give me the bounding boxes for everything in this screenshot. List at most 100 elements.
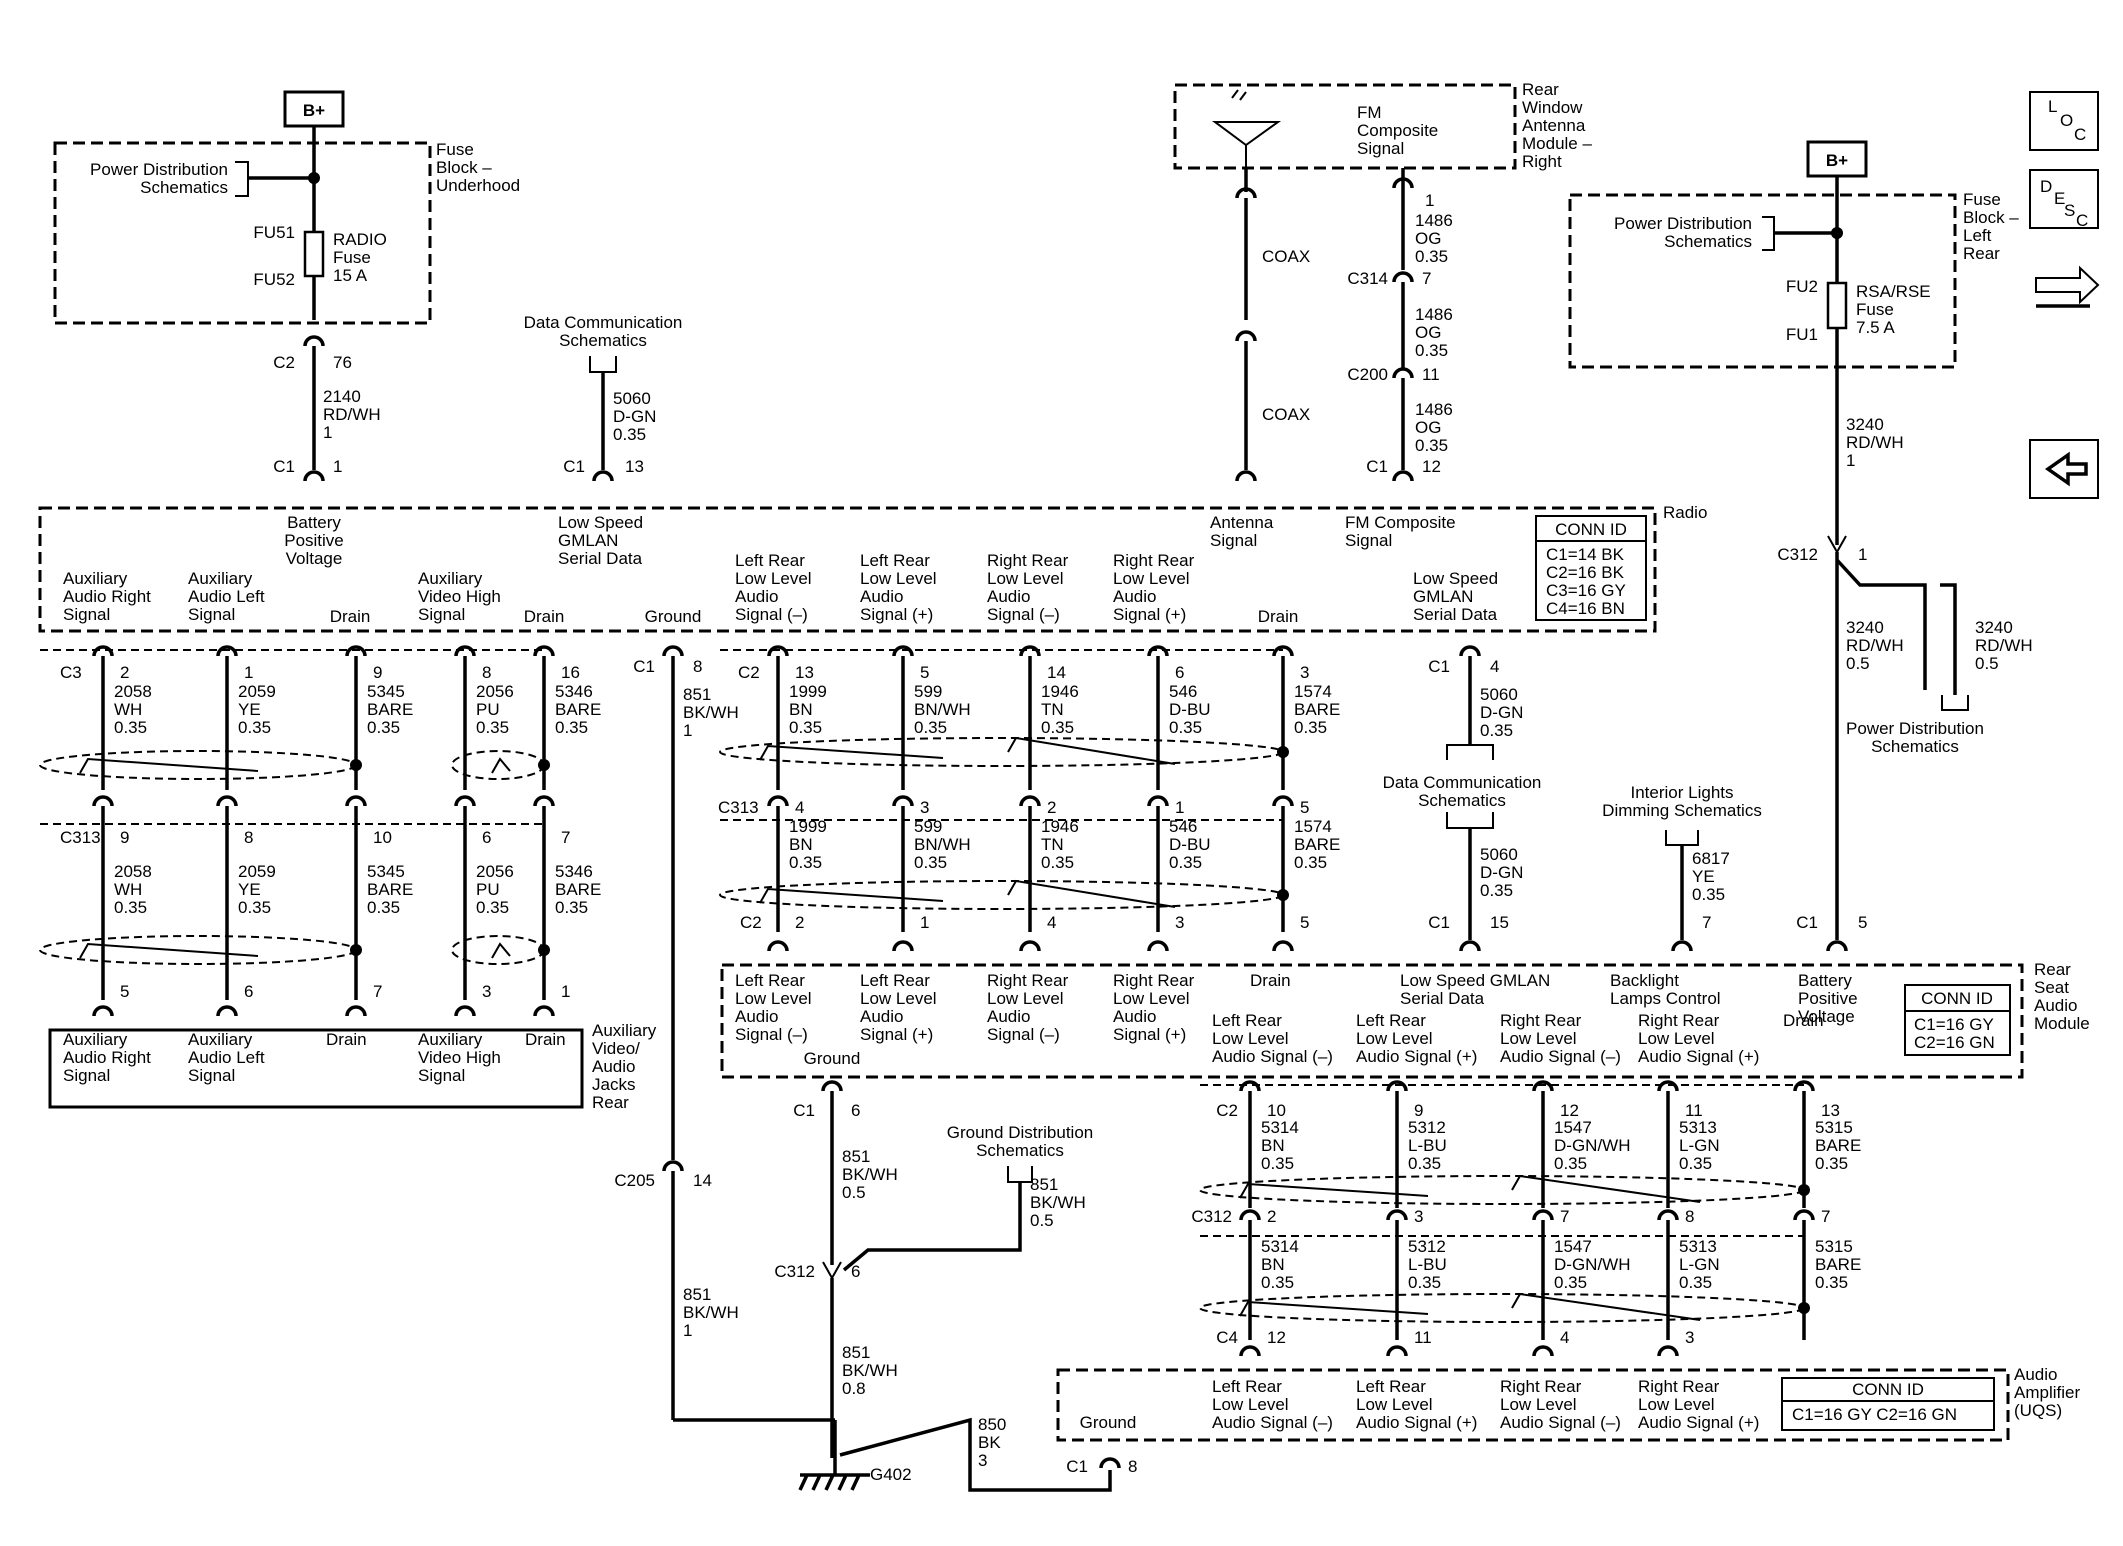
- twisted-pair: [1239, 1182, 1429, 1199]
- connector-pin: [892, 645, 914, 657]
- conn-id-table-amp: [1781, 1377, 1995, 1431]
- label: BARE: [555, 700, 601, 719]
- label: C2: [740, 913, 762, 932]
- label: Signal: [63, 1066, 110, 1085]
- label: 4: [1490, 657, 1499, 676]
- label: 12: [1422, 457, 1441, 476]
- label: 0.35: [1415, 341, 1448, 360]
- label: 13: [1821, 1101, 1840, 1120]
- label: 5313: [1679, 1237, 1717, 1256]
- label: 0.5: [842, 1183, 866, 1202]
- label: 2: [795, 913, 804, 932]
- label: Signal (+): [860, 1025, 933, 1044]
- label: 0.35: [1408, 1273, 1441, 1292]
- label: BARE: [1815, 1136, 1861, 1155]
- label: Drain: [1783, 1011, 1824, 1030]
- shield-ellipse: [1199, 1293, 1805, 1323]
- label: 0.35: [555, 718, 588, 737]
- label: Block –: [1963, 208, 2019, 227]
- label: Power Distribution: [90, 160, 228, 179]
- label: FM Composite: [1345, 513, 1456, 532]
- label: Low Level: [735, 989, 812, 1008]
- connector-pin: [1671, 940, 1693, 952]
- label: 0.35: [238, 898, 271, 917]
- label: C3=16 GY: [1546, 581, 1626, 600]
- label: Drain: [524, 607, 565, 626]
- connector-pin: [1459, 940, 1481, 952]
- label: 2140: [323, 387, 361, 406]
- bracket: [235, 161, 249, 197]
- label: 0.35: [1480, 721, 1513, 740]
- inline-connector: [1147, 795, 1169, 807]
- label: Low Level: [1638, 1029, 1715, 1048]
- label: Signal (–): [735, 1025, 808, 1044]
- label: 1946: [1041, 682, 1079, 701]
- label: Low Speed: [1413, 569, 1498, 588]
- label: 0.35: [1415, 436, 1448, 455]
- label: C3: [60, 663, 82, 682]
- label: Positive: [1798, 989, 1858, 1008]
- label: Low Speed: [558, 513, 643, 532]
- label: PU: [476, 880, 500, 899]
- label: Auxiliary: [418, 569, 483, 588]
- label: OG: [1415, 323, 1441, 342]
- label: C1: [1796, 913, 1818, 932]
- label: 1: [1425, 191, 1434, 210]
- label: 1999: [789, 682, 827, 701]
- label: 3240: [1975, 618, 2013, 637]
- desc-button[interactable]: [2029, 169, 2099, 229]
- label: Signal (+): [860, 605, 933, 624]
- connector-pin: [1147, 645, 1169, 657]
- bracket: [1941, 695, 1969, 711]
- label: CONN ID: [1852, 1380, 1924, 1399]
- label: Audio: [860, 587, 903, 606]
- back-button[interactable]: [2029, 439, 2099, 499]
- label: Audio: [2034, 996, 2077, 1015]
- fuse-rsa-rse: [1826, 281, 1848, 330]
- label: 0.5: [1030, 1211, 1054, 1230]
- connector-pin: [1532, 1345, 1554, 1357]
- label: Audio Signal (–): [1212, 1047, 1333, 1066]
- connector-pin: [821, 1080, 843, 1092]
- label: 0.35: [914, 718, 947, 737]
- connector-pin: [1392, 470, 1414, 482]
- connector-pin: [533, 1005, 555, 1017]
- label: 6817: [1692, 849, 1730, 868]
- label: TN: [1041, 700, 1064, 719]
- label: 2: [1047, 798, 1056, 817]
- splice-dot: [538, 944, 550, 956]
- label: 0.35: [1480, 881, 1513, 900]
- label: WH: [114, 700, 142, 719]
- label: Rear: [1522, 80, 1559, 99]
- label: D-GN/WH: [1554, 1255, 1630, 1274]
- label: BARE: [1294, 835, 1340, 854]
- label: Block –: [436, 158, 492, 177]
- shield-ellipse: [719, 737, 1284, 767]
- inline-connector: [1657, 1209, 1679, 1221]
- label: 2058: [114, 682, 152, 701]
- label: Underhood: [436, 176, 520, 195]
- label: Audio Right: [63, 1048, 151, 1067]
- loc-button[interactable]: [2029, 91, 2099, 151]
- label: C4=16 BN: [1546, 599, 1625, 618]
- label: 5312: [1408, 1237, 1446, 1256]
- label: C205: [614, 1171, 655, 1190]
- label: Auxiliary: [188, 1030, 253, 1049]
- label: 1574: [1294, 682, 1332, 701]
- label: 14: [693, 1171, 712, 1190]
- label: BARE: [1815, 1255, 1861, 1274]
- label: WH: [114, 880, 142, 899]
- label: D-BU: [1169, 700, 1211, 719]
- label: 0.35: [1041, 853, 1074, 872]
- label: Low Level: [1113, 989, 1190, 1008]
- inline-connector: [454, 795, 476, 807]
- label: OG: [1415, 418, 1441, 437]
- shield-ellipse: [39, 935, 357, 965]
- bracket: [1007, 1166, 1033, 1183]
- radio-module: [38, 506, 1657, 633]
- label: C1=16 GY C2=16 GN: [1792, 1405, 1957, 1424]
- label: Fuse: [333, 248, 371, 267]
- label: 1: [323, 423, 332, 442]
- connector-pin: [1019, 645, 1041, 657]
- label: 0.35: [1294, 853, 1327, 872]
